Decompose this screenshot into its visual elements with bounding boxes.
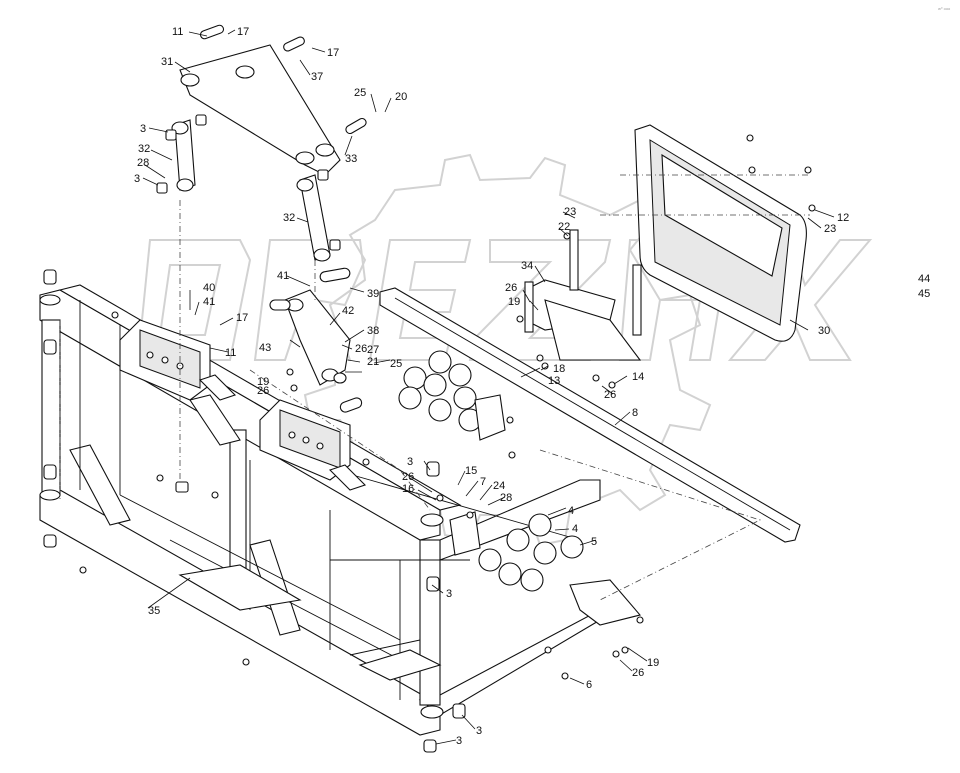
callout-27: 27 xyxy=(367,344,379,356)
callout-26: 26 xyxy=(632,667,644,679)
callout-11: 11 xyxy=(225,347,236,359)
callout-23: 23 xyxy=(564,206,576,218)
callout-45: 45 xyxy=(918,288,930,300)
callout-26: 26 xyxy=(402,471,414,483)
callout-26: 26 xyxy=(355,343,367,355)
long-bar xyxy=(379,287,801,543)
callout-3: 3 xyxy=(446,588,452,600)
callout-19: 19 xyxy=(257,376,269,388)
callout-30: 30 xyxy=(818,325,830,337)
callout-26: 26 xyxy=(257,385,269,397)
callout-17: 17 xyxy=(237,26,249,38)
callout-17: 17 xyxy=(327,47,339,59)
leader-lines xyxy=(142,29,835,745)
callout-26: 26 xyxy=(604,389,616,401)
rollers-upper xyxy=(398,350,506,441)
callout-28: 28 xyxy=(500,492,512,504)
callout-3: 3 xyxy=(407,456,413,468)
callout-7: 7 xyxy=(480,476,486,488)
guard-panel xyxy=(634,124,807,342)
corner-mark: w⁰ ooo xyxy=(938,6,951,11)
callout-44: 44 xyxy=(918,273,930,285)
callout-33: 33 xyxy=(345,153,357,165)
callout-19: 19 xyxy=(647,657,659,669)
fasteners xyxy=(79,134,816,680)
callout-23: 23 xyxy=(824,223,836,235)
callout-12: 12 xyxy=(837,212,849,224)
callout-21: 21 xyxy=(367,356,379,368)
callout-15: 15 xyxy=(465,465,477,477)
callout-34: 34 xyxy=(521,260,533,272)
callout-26: 26 xyxy=(505,282,517,294)
callout-8: 8 xyxy=(632,407,638,419)
callout-4: 4 xyxy=(572,523,578,535)
alignment-lines xyxy=(179,174,810,601)
callout-32: 32 xyxy=(138,143,150,155)
callout-4: 4 xyxy=(568,505,574,517)
link-arms xyxy=(156,114,341,262)
callout-32: 32 xyxy=(283,212,295,224)
lift-plate xyxy=(179,24,367,176)
callout-31: 31 xyxy=(161,56,173,68)
callout-3: 3 xyxy=(134,173,140,185)
callout-35: 35 xyxy=(148,605,160,617)
mounting-plates xyxy=(119,319,367,491)
callout-3: 3 xyxy=(140,123,146,135)
callout-37: 37 xyxy=(311,71,323,83)
callout-11: 11 xyxy=(172,26,183,38)
callout-41: 41 xyxy=(277,270,289,282)
callout-13: 13 xyxy=(548,375,560,387)
callout-3: 3 xyxy=(476,725,482,737)
callout-40: 40 xyxy=(203,282,215,294)
callout-3: 3 xyxy=(456,735,462,747)
callout-17: 17 xyxy=(236,312,248,324)
callout-28: 28 xyxy=(137,157,149,169)
support-bracket xyxy=(524,229,642,361)
callout-5: 5 xyxy=(591,536,597,548)
callout-41: 41 xyxy=(203,296,215,308)
callout-24: 24 xyxy=(493,480,505,492)
callout-18: 18 xyxy=(553,363,565,375)
callout-labels: 11 17 17 31 37 25 20 3 32 28 3 33 32 23 … xyxy=(134,6,951,747)
callout-39: 39 xyxy=(367,288,379,300)
callout-6: 6 xyxy=(586,679,592,691)
callout-25: 25 xyxy=(354,87,366,99)
callout-43: 43 xyxy=(259,342,271,354)
callout-19: 19 xyxy=(508,296,520,308)
watermark-gear xyxy=(303,153,712,547)
linkage-bracket xyxy=(269,267,363,413)
callout-42: 42 xyxy=(342,305,354,317)
callout-38: 38 xyxy=(367,325,379,337)
rollers-lower xyxy=(449,511,641,626)
callout-14: 14 xyxy=(632,371,644,383)
callout-16: 16 xyxy=(402,483,414,495)
callout-20: 20 xyxy=(395,91,407,103)
callout-25: 25 xyxy=(390,358,402,370)
callout-22: 22 xyxy=(558,221,570,233)
